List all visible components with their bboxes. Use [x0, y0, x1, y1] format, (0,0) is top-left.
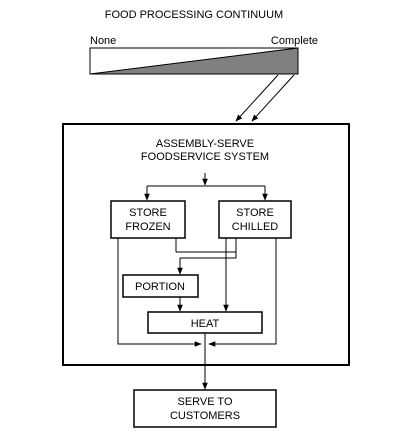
store-chilled-box [218, 200, 292, 239]
serve-box [133, 389, 277, 428]
frozen-bypass-line [117, 238, 202, 347]
store-frozen-box [110, 200, 186, 239]
portion-box [122, 274, 199, 298]
chilled-bypass-line [208, 238, 277, 347]
continuum-arrow-2 [251, 74, 295, 122]
serve-line1: SERVE TO [177, 396, 232, 408]
store-frozen-line2: FROZEN [125, 221, 170, 233]
store-chilled-line2: CHILLED [232, 221, 279, 233]
continuum-right-label: Complete [271, 35, 318, 47]
system-box [62, 123, 350, 366]
heat-label: HEAT [191, 318, 220, 330]
continuum-title: FOOD PROCESSING CONTINUUM [105, 9, 283, 21]
serve-line2: CUSTOMERS [170, 410, 240, 422]
portion-label: PORTION [135, 281, 185, 293]
continuum-arrow-1 [235, 74, 279, 122]
store-frozen-line1: STORE [129, 207, 167, 219]
store-chilled-line1: STORE [236, 207, 274, 219]
system-title-line2: FOODSERVICE SYSTEM [141, 151, 269, 163]
continuum-wedge [89, 47, 299, 75]
system-title-line1: ASSEMBLY-SERVE [156, 138, 254, 150]
continuum-left-label: None [90, 35, 116, 47]
